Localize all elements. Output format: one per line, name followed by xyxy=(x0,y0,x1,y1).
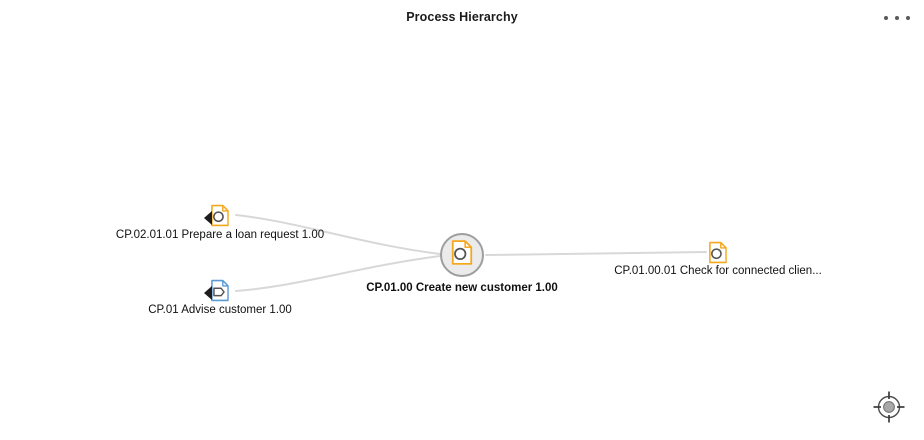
graph-edge xyxy=(235,255,441,292)
node-label: CP.02.01.01 Prepare a loan request 1.00 xyxy=(115,229,325,241)
graph-edges-layer xyxy=(235,214,707,292)
ellipsis-dot-icon xyxy=(895,16,899,20)
node-label: CP.01.00 Create new customer 1.00 xyxy=(366,282,558,294)
crosshair-target-icon xyxy=(873,391,905,423)
node-icon[interactable] xyxy=(709,241,727,268)
graph-edge xyxy=(485,251,707,256)
more-options-button[interactable] xyxy=(884,10,910,26)
process-document-icon xyxy=(211,204,229,227)
collapse-expand-handle-icon[interactable] xyxy=(204,286,212,300)
node-label: CP.01 Advise customer 1.00 xyxy=(148,304,292,316)
collapse-expand-handle-icon[interactable] xyxy=(204,211,212,225)
process-document-icon xyxy=(451,240,473,265)
page-title: Process Hierarchy xyxy=(406,10,518,24)
recenter-viewport-button[interactable] xyxy=(870,388,908,426)
graph-edge xyxy=(235,214,441,255)
node-label: CP.01.00.01 Check for connected clien... xyxy=(614,265,822,277)
app-header: Process Hierarchy xyxy=(0,0,924,38)
ellipsis-dot-icon xyxy=(884,16,888,20)
process-group-document-icon xyxy=(211,279,229,302)
process-document-icon xyxy=(709,241,727,264)
node-icon[interactable] xyxy=(451,240,473,270)
ellipsis-dot-icon xyxy=(906,16,910,20)
